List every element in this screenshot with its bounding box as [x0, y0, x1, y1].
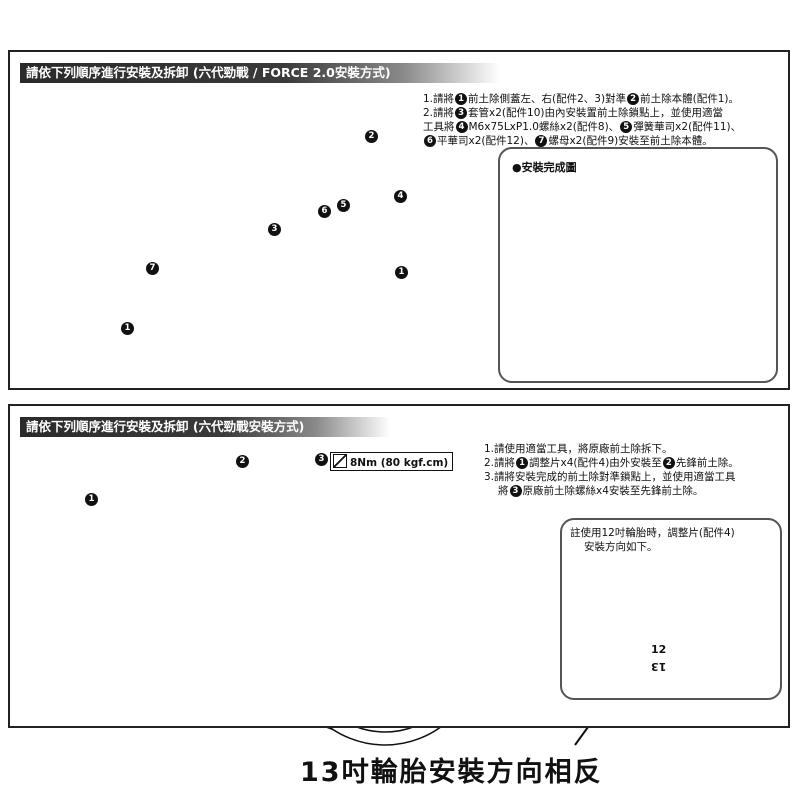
bottom-step-1: 1.請使用適當工具，將原廠前土除拆下。 [484, 443, 673, 455]
callout-4-top: 4 [394, 190, 407, 203]
spacer-note-line2: 安裝方向如下。 [584, 541, 658, 553]
callout-6-top: 6 [318, 205, 331, 218]
spacer-note-line1: 註使用12吋輪胎時，調整片(配件4) [570, 527, 735, 539]
torque-spec: 8Nm (80 kgf.cm) [330, 452, 454, 471]
top-panel-title: 請依下列順序進行安裝及拆卸 (六代勁戰 / FORCE 2.0安裝方式) [20, 63, 500, 83]
callout-1-top-right: 1 [395, 266, 408, 279]
callout-3-top: 3 [268, 223, 281, 236]
completed-assembly-inset: ●安裝完成圖 [498, 147, 778, 383]
callout-1-top-left: 1 [121, 322, 134, 335]
callout-7-top: 7 [146, 262, 159, 275]
callout-3-bottom: 3 [315, 453, 328, 466]
inset-title: ●安裝完成圖 [512, 161, 577, 174]
wheel-direction-caption: 13吋輪胎安裝方向相反 [300, 757, 603, 788]
callout-2-top: 2 [365, 130, 378, 143]
wrench-icon [333, 454, 347, 468]
spacer-direction-inset: 註使用12吋輪胎時，調整片(配件4) 安裝方向如下。 [560, 518, 782, 700]
top-instruction-panel: 請依下列順序進行安裝及拆卸 (六代勁戰 / FORCE 2.0安裝方式) 1.請… [8, 50, 790, 390]
bottom-step-3: 3.請將安裝完成的前土除對準鎖點上，並使用適當工具 [484, 471, 736, 483]
callout-2-bottom: 2 [236, 455, 249, 468]
spacer-label-13: 13 [651, 660, 667, 673]
callout-5-top: 5 [337, 199, 350, 212]
callout-1-bottom: 1 [85, 493, 98, 506]
spacer-note: 註使用12吋輪胎時，調整片(配件4) 安裝方向如下。 [570, 526, 735, 554]
spacer-label-12: 12 [651, 643, 667, 656]
bottom-panel-title: 請依下列順序進行安裝及拆卸 (六代勁戰安裝方式) [20, 417, 390, 437]
bottom-instruction-panel: 請依下列順序進行安裝及拆卸 (六代勁戰安裝方式) 1.請使用適當工具，將原廠前土… [8, 404, 790, 728]
